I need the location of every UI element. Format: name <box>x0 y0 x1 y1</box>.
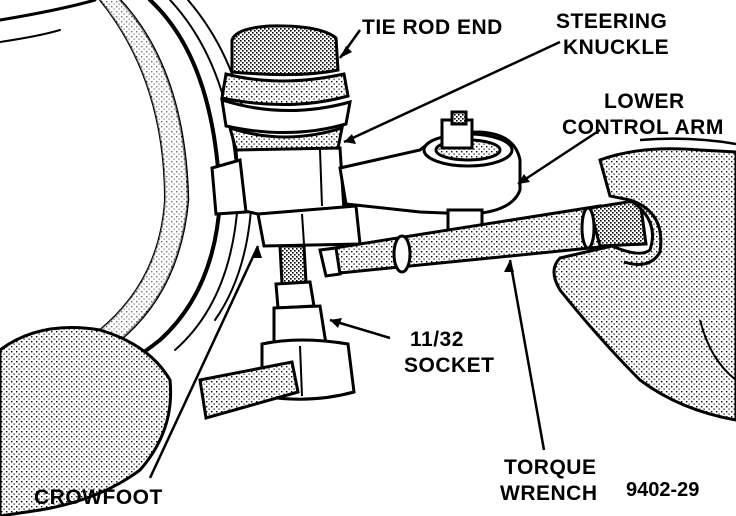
steering-knuckle-body <box>210 146 362 248</box>
leader-arrowheads <box>252 46 530 328</box>
label-torque-line1: TORQUE <box>504 456 596 479</box>
lower-control-arm <box>338 110 522 232</box>
label-lower-line2: CONTROL ARM <box>562 116 724 139</box>
lower-left-hand <box>0 326 173 516</box>
label-crowfoot: CROWFOOT <box>34 486 163 509</box>
label-steering-line1: STEERING <box>556 10 667 33</box>
socket-assembly <box>260 244 356 401</box>
tie-rod-end <box>220 24 352 157</box>
label-socket-line2: SOCKET <box>404 354 495 377</box>
label-lower-line1: LOWER <box>604 90 685 113</box>
hand-illustration <box>552 137 736 422</box>
tire-tread-texture <box>0 0 188 385</box>
label-socket-line1: 11/32 <box>410 328 464 351</box>
leader-lines <box>148 29 601 479</box>
figure-number: 9402-29 <box>626 479 699 501</box>
extension-bar <box>198 360 300 420</box>
label-steering-line2: KNUCKLE <box>563 36 669 59</box>
label-torque-line2: WRENCH <box>500 482 598 505</box>
label-tie-rod-end: TIE ROD END <box>362 16 503 39</box>
